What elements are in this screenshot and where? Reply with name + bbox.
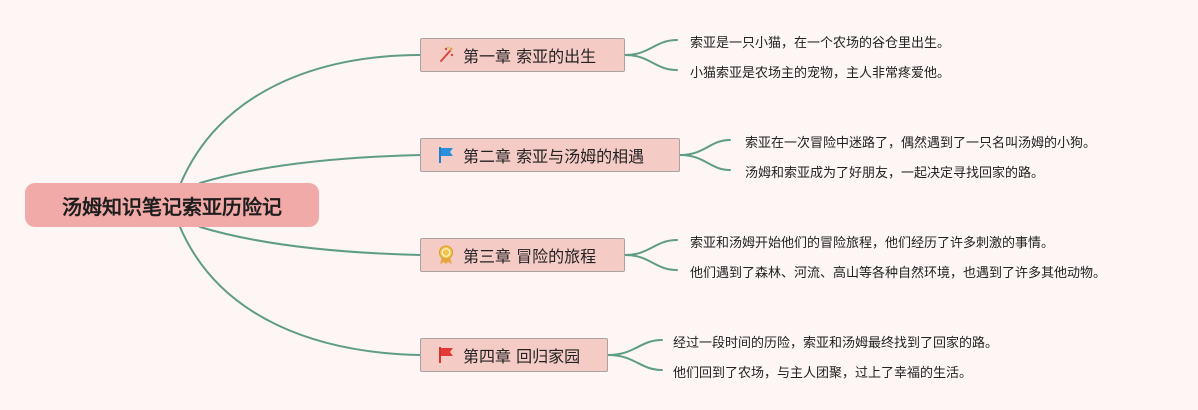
medal-icon — [435, 244, 457, 266]
chapter-4-note-2: 他们回到了农场，与主人团聚，过上了幸福的生活。 — [673, 366, 973, 381]
chapter-4-node[interactable]: 第四章 回归家园 — [420, 338, 608, 372]
chapter-1-note-1: 索亚是一只小猫，在一个农场的谷仓里出生。 — [690, 36, 951, 51]
link-ch3-note1 — [624, 239, 678, 256]
link-ch1-note2 — [624, 54, 678, 71]
chapter-2-note-1: 索亚在一次冒险中迷路了，偶然遇到了一只名叫汤姆的小狗。 — [745, 136, 1097, 151]
blue-flag-icon — [435, 144, 457, 166]
link-ch3-note2 — [624, 254, 678, 271]
chapter-1-note-2: 小猫索亚是农场主的宠物，主人非常疼爱他。 — [690, 66, 951, 81]
root-topic[interactable]: 汤姆知识笔记索亚历险记 — [25, 183, 319, 227]
chapter-1-node[interactable]: 第一章 索亚的出生 — [420, 38, 625, 72]
chapter-3-note-2: 他们遇到了森林、河流、高山等各种自然环境，也遇到了许多其他动物。 — [690, 266, 1107, 281]
chapter-2-node[interactable]: 第二章 索亚与汤姆的相遇 — [420, 138, 680, 172]
chapter-3-node[interactable]: 第三章 冒险的旅程 — [420, 238, 625, 272]
root-topic-label: 汤姆知识笔记索亚历险记 — [62, 194, 282, 219]
chapter-3-label: 第三章 冒险的旅程 — [463, 247, 597, 266]
chapter-1-label: 第一章 索亚的出生 — [463, 47, 597, 66]
link-ch2-note2 — [679, 154, 731, 171]
link-root-ch4 — [179, 226, 421, 356]
link-root-ch3 — [199, 226, 421, 256]
link-ch2-note1 — [679, 139, 731, 156]
chapter-2-label: 第二章 索亚与汤姆的相遇 — [463, 147, 645, 166]
link-ch4-note1 — [607, 339, 663, 356]
chapter-3-note-1: 索亚和汤姆开始他们的冒险旅程，他们经历了许多刺激的事情。 — [690, 236, 1055, 251]
link-ch1-note1 — [624, 39, 678, 56]
chapter-2-note-2: 汤姆和索亚成为了好朋友，一起决定寻找回家的路。 — [745, 166, 1045, 181]
link-root-ch1 — [179, 54, 421, 186]
link-root-ch2 — [199, 154, 421, 184]
chapter-4-label: 第四章 回归家园 — [463, 347, 581, 366]
link-ch4-note2 — [607, 354, 663, 371]
red-flag-icon — [435, 344, 457, 366]
chapter-4-note-1: 经过一段时间的历险，索亚和汤姆最终找到了回家的路。 — [673, 336, 999, 351]
sparkle-icon — [435, 44, 457, 66]
